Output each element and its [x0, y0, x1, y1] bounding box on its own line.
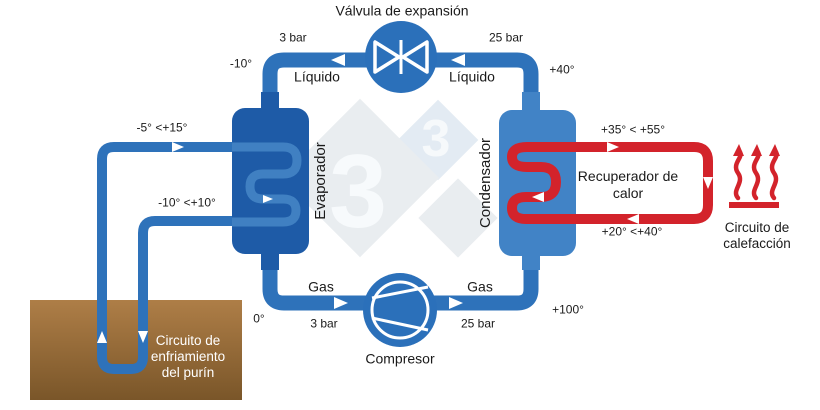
flow-arrow-left-icon — [451, 54, 465, 66]
slurry-temp-top: -5° <+15° — [136, 120, 188, 135]
heating-temp-bottom: +20° <+40° — [601, 224, 663, 239]
state-liquid-right: Líquido — [449, 68, 495, 85]
evaporator-coil — [232, 142, 302, 227]
svg-text:3: 3 — [422, 110, 451, 168]
flow-arrow-right-icon — [334, 297, 348, 309]
state-gas-left: Gas — [308, 278, 334, 295]
bottom-pressure-right: 25 bar — [460, 316, 496, 331]
compressor-label: Compresor — [365, 350, 435, 367]
flow-arrow-right-icon — [449, 297, 463, 309]
slurry-circuit-label: Circuito de enfriamiento del purín — [150, 333, 226, 380]
heating-circuit-label: Circuito de calefacción — [723, 220, 791, 251]
flow-arrow-right-icon — [172, 142, 184, 152]
flow-arrow-right-icon — [607, 142, 619, 152]
condenser-label: Condensador — [476, 137, 494, 229]
heat-recovery-label: Recuperador de calor — [577, 168, 679, 201]
state-liquid-left: Líquido — [294, 68, 340, 85]
flow-arrow-right-icon — [263, 195, 273, 203]
evaporator-label: Evaporador — [311, 142, 329, 220]
top-pressure-right: 25 bar — [488, 30, 524, 45]
condenser-box — [499, 92, 576, 270]
compressor-icon — [363, 273, 437, 347]
bottom-temp-right: +100° — [552, 302, 584, 317]
slurry-temp-bottom: -10° <+10° — [158, 195, 216, 210]
expansion-valve-icon — [365, 21, 437, 93]
flow-arrow-left-icon — [331, 54, 345, 66]
top-temp-right: +40° — [549, 62, 575, 77]
slurry-pit — [30, 300, 242, 400]
heat-icon — [729, 144, 780, 208]
flow-arrow-up-icon — [97, 331, 107, 343]
top-pressure-left: 3 bar — [279, 30, 307, 45]
flow-arrow-left-icon — [627, 214, 639, 224]
evaporator-box — [232, 92, 309, 270]
flow-arrow-left-icon — [532, 192, 544, 202]
flow-arrow-down-icon — [138, 331, 148, 343]
flow-arrow-down-icon — [703, 177, 713, 189]
heat-recovery-loop-pipe — [507, 142, 713, 224]
bottom-pressure-left: 3 bar — [310, 316, 338, 331]
slurry-loop-pipe — [97, 142, 232, 374]
state-gas-right: Gas — [467, 278, 493, 295]
svg-text:3: 3 — [329, 134, 387, 250]
top-temp-left: -10° — [229, 56, 253, 71]
watermark-logo-icon: 3 3 — [280, 98, 498, 258]
expansion-valve-label: Válvula de expansión — [335, 2, 469, 19]
bottom-temp-left: 0° — [253, 311, 265, 326]
heating-temp-top: +35° < +55° — [601, 122, 665, 137]
